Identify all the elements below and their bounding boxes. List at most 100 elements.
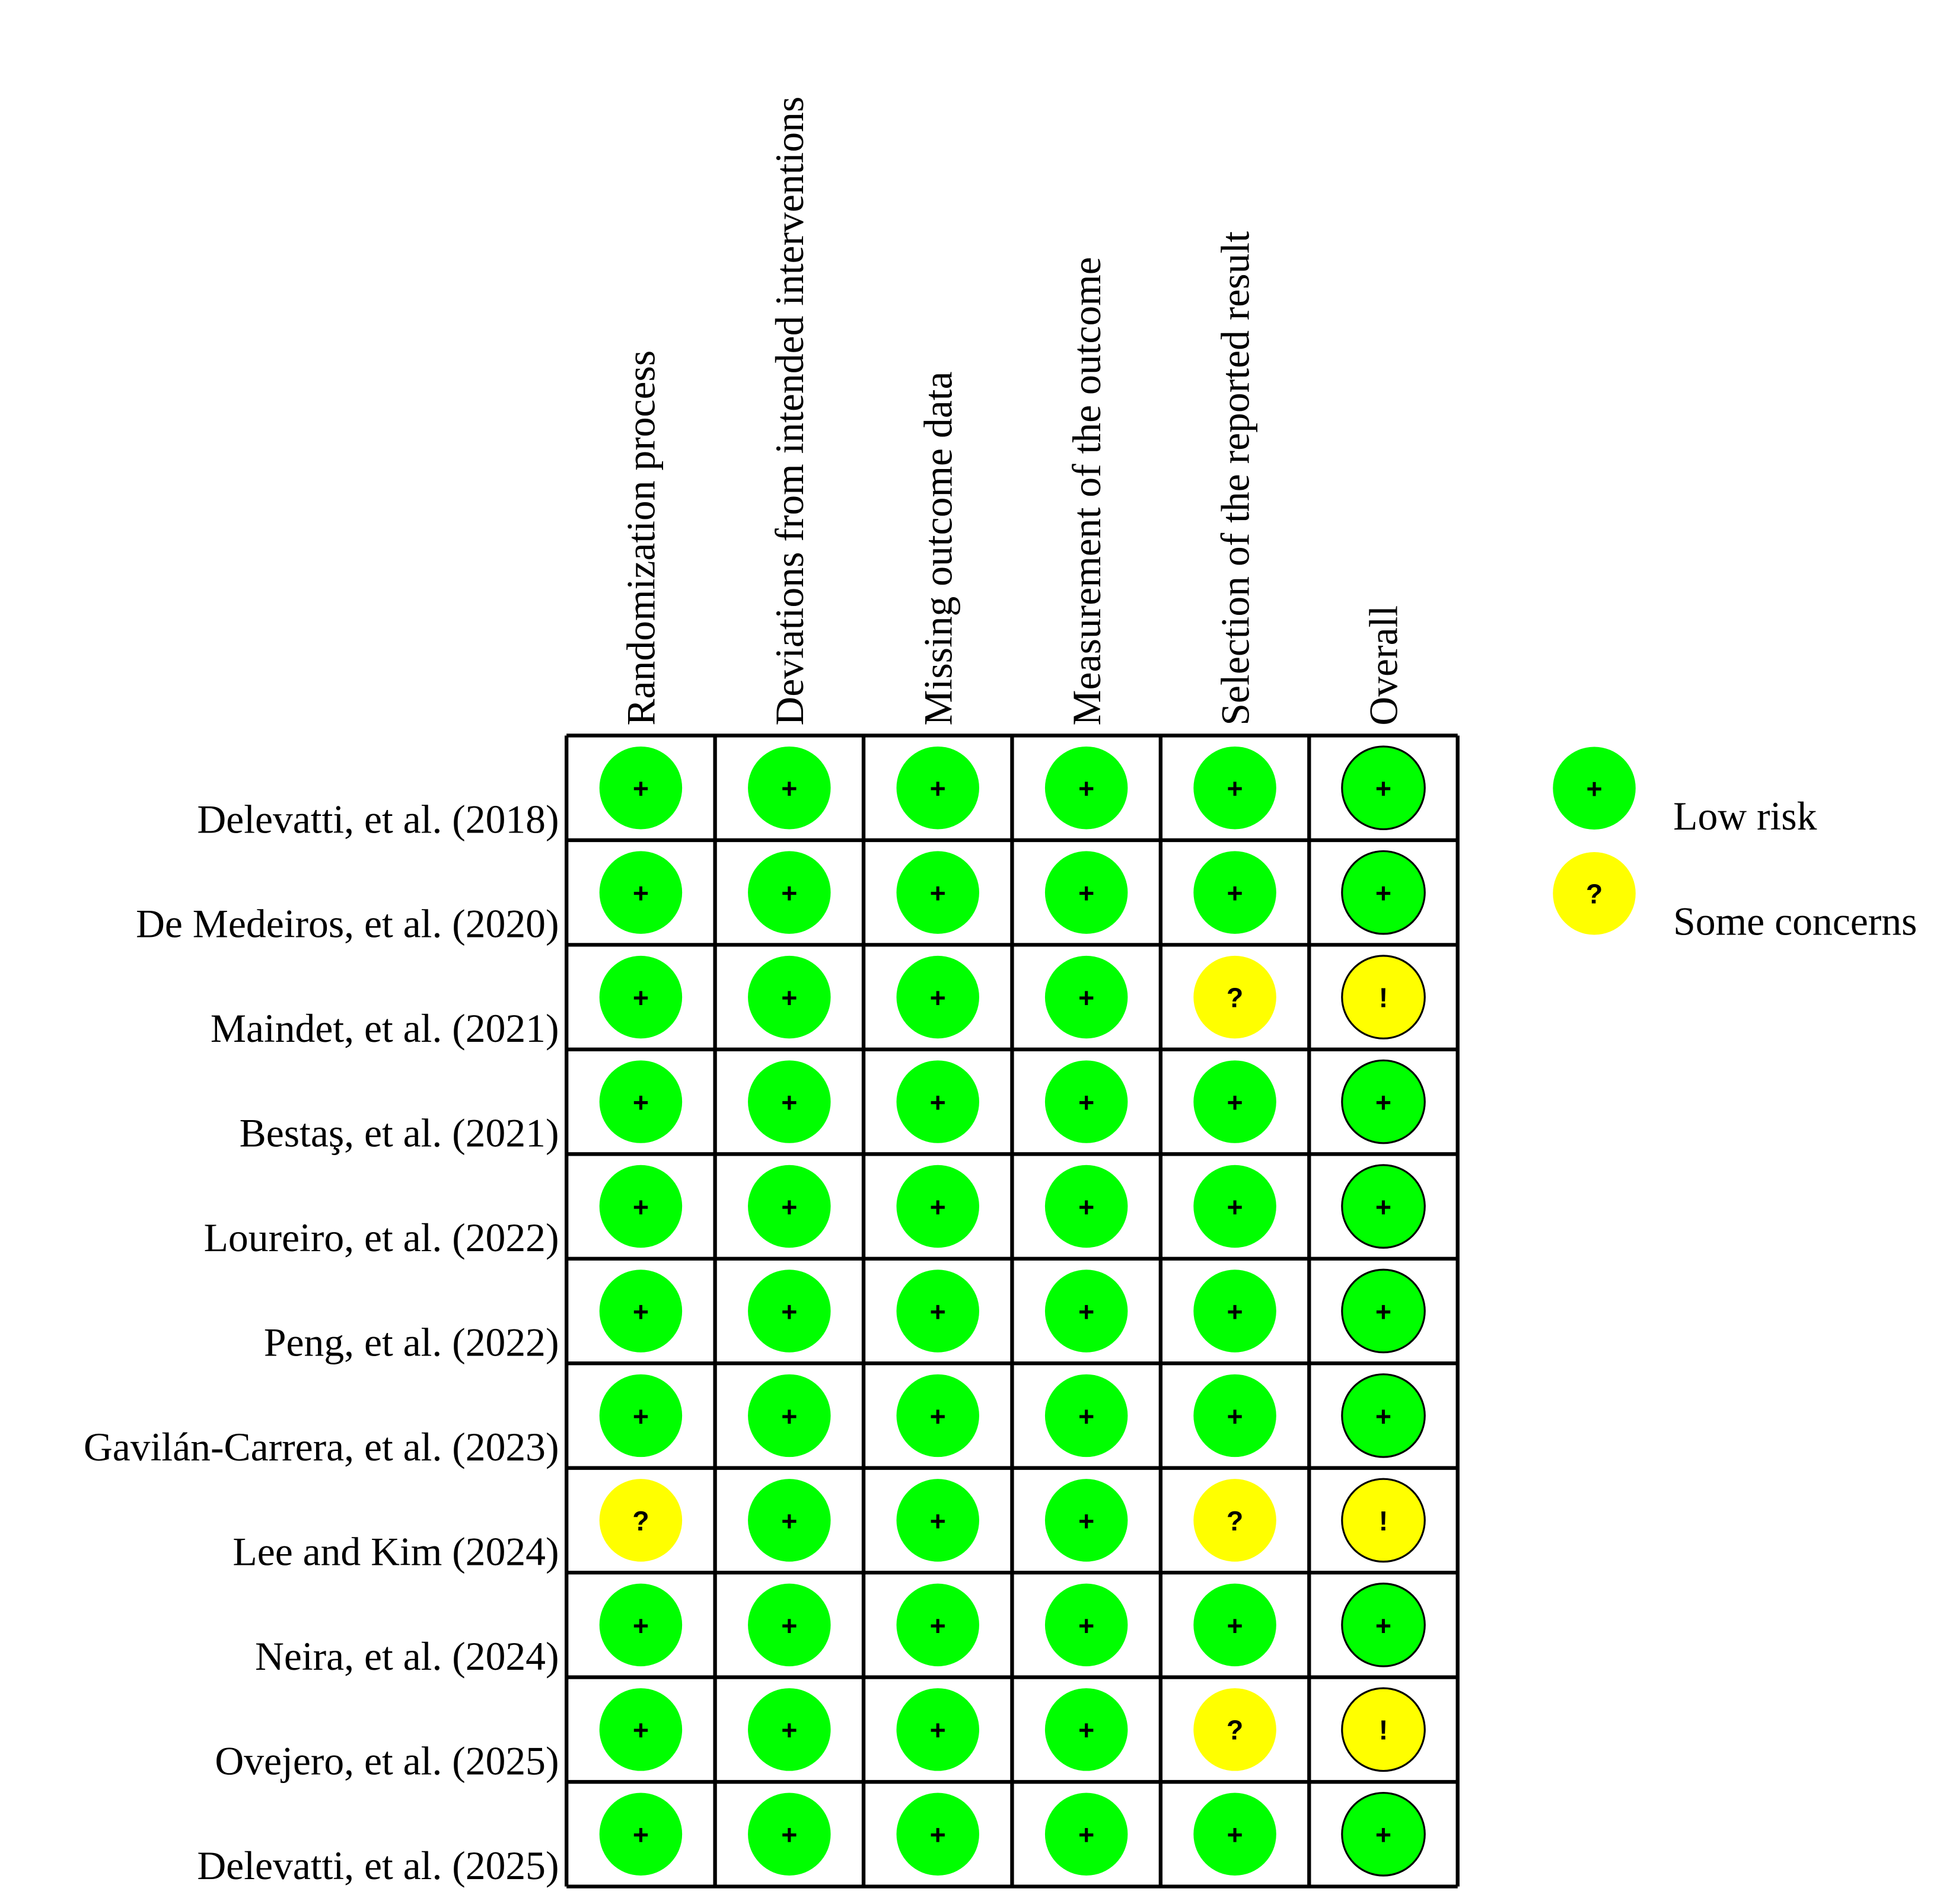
judgement-circle <box>1044 1688 1128 1771</box>
judgement-circle <box>748 1688 831 1771</box>
overall-judgement-circle <box>1341 850 1426 935</box>
judgement-symbol: + <box>930 1819 946 1850</box>
judgement-circle <box>1193 1688 1276 1771</box>
judgement-symbol: + <box>1078 983 1094 1013</box>
judgement-symbol: + <box>781 983 797 1013</box>
judgement-symbol: + <box>1078 1401 1094 1431</box>
judgement-circle <box>1193 1165 1276 1248</box>
judgement-circle <box>1044 851 1128 934</box>
legend-some-concerns-label: Some concerns <box>1673 899 1917 943</box>
row-label-study: Ovejero, et al. (2025) <box>215 1739 559 1783</box>
overall-judgement-circle <box>1341 1164 1426 1249</box>
judgement-circle <box>896 1583 979 1667</box>
judgement-symbol: + <box>633 1715 649 1746</box>
judgement-circle <box>748 1479 831 1562</box>
judgement-circle <box>896 851 979 934</box>
judgement-symbol: + <box>1375 878 1391 908</box>
judgement-symbol: ? <box>1227 1506 1243 1536</box>
judgement-symbol: + <box>1375 1401 1391 1431</box>
row-label-study: Delevatti, et al. (2018) <box>197 797 559 841</box>
judgement-symbol: + <box>1227 878 1243 908</box>
judgement-symbol: + <box>930 1191 946 1222</box>
judgement-circle <box>1044 1060 1128 1143</box>
judgement-symbol: ! <box>1379 983 1388 1013</box>
judgement-circle <box>1193 1583 1276 1667</box>
column-label-deviations-from-intended-interventions: Deviations from intended interventions <box>767 97 812 726</box>
judgement-circle <box>599 1165 683 1248</box>
judgement-symbol: + <box>633 773 649 804</box>
judgement-symbol: + <box>633 1296 649 1327</box>
judgement-circle <box>1193 1060 1276 1143</box>
legend-symbol: ? <box>1586 879 1603 910</box>
judgement-circle <box>1044 1270 1128 1353</box>
judgement-symbol: + <box>1078 1191 1094 1222</box>
judgement-circle <box>1193 1793 1276 1876</box>
judgement-circle <box>748 851 831 934</box>
judgement-symbol: + <box>1375 1191 1391 1222</box>
judgement-circle <box>599 1793 683 1876</box>
judgement-symbol: + <box>633 878 649 908</box>
judgement-symbol: + <box>781 1401 797 1431</box>
judgement-circle <box>1044 1479 1128 1562</box>
judgement-circle <box>1193 1479 1276 1562</box>
judgement-circle <box>748 1793 831 1876</box>
legend-some-concerns-circle <box>1553 852 1636 935</box>
judgement-circle <box>599 1060 683 1143</box>
column-label-measurement-of-the-outcome: Measurement of the outcome <box>1065 257 1109 725</box>
judgement-symbol: ? <box>632 1506 649 1536</box>
overall-judgement-circle <box>1341 1268 1426 1354</box>
judgement-symbol: + <box>1078 773 1094 804</box>
judgement-circle <box>599 851 683 934</box>
judgement-symbol: + <box>781 1715 797 1746</box>
judgement-circle <box>1193 955 1276 1039</box>
judgement-symbol: + <box>781 1296 797 1327</box>
judgement-symbol: + <box>1078 1296 1094 1327</box>
overall-judgement-circle <box>1341 1687 1426 1772</box>
column-label-overall: Overall <box>1362 605 1406 726</box>
judgement-symbol: ! <box>1379 1506 1388 1536</box>
judgement-symbol: + <box>633 1401 649 1431</box>
judgement-symbol: + <box>1078 1715 1094 1746</box>
judgement-circle <box>896 1479 979 1562</box>
legend-low-risk-circle <box>1553 747 1636 830</box>
judgement-symbol: + <box>930 1296 946 1327</box>
judgement-symbol: + <box>781 1819 797 1850</box>
judgement-symbol: + <box>1227 1087 1243 1118</box>
legend: +Low risk?Some concerns <box>1553 747 1917 943</box>
judgement-circle <box>599 1270 683 1353</box>
judgement-circle <box>1044 1165 1128 1248</box>
judgement-circle <box>599 1583 683 1667</box>
table-grid <box>565 733 1460 1889</box>
judgement-circle <box>896 1688 979 1771</box>
judgement-symbol: + <box>1227 773 1243 804</box>
judgement-symbol: ? <box>1227 983 1243 1013</box>
judgement-circle <box>599 746 683 830</box>
overall-judgement-circle <box>1341 1583 1426 1667</box>
judgement-circle <box>748 1583 831 1667</box>
judgement-circle <box>1193 1270 1276 1353</box>
judgement-circle <box>896 1060 979 1143</box>
judgement-circle <box>748 746 831 830</box>
judgement-symbol: + <box>930 983 946 1013</box>
judgement-circle <box>748 1270 831 1353</box>
judgement-circle <box>1044 1374 1128 1457</box>
judgement-symbol: + <box>1375 773 1391 804</box>
judgement-symbol: + <box>1375 1296 1391 1327</box>
row-labels: Delevatti, et al. (2018)De Medeiros, et … <box>84 797 559 1888</box>
row-label-study: Neira, et al. (2024) <box>255 1634 559 1679</box>
column-label-randomization-process: Randomization process <box>619 350 664 726</box>
judgement-symbol: + <box>633 1191 649 1222</box>
judgement-circle <box>896 1165 979 1248</box>
legend-symbol: + <box>1586 773 1602 804</box>
judgement-symbol: ? <box>1227 1715 1243 1746</box>
judgement-circle <box>599 1688 683 1771</box>
judgement-symbol: + <box>1227 1401 1243 1431</box>
judgement-symbol: + <box>781 1087 797 1118</box>
judgement-symbol: + <box>930 1610 946 1641</box>
judgement-symbol: + <box>930 878 946 908</box>
judgement-symbol: + <box>781 1191 797 1222</box>
judgement-symbol: + <box>1078 878 1094 908</box>
judgement-symbol: + <box>1078 1506 1094 1536</box>
judgement-symbol: + <box>1375 1087 1391 1118</box>
row-label-study: Gavilán-Carrera, et al. (2023) <box>84 1425 559 1469</box>
